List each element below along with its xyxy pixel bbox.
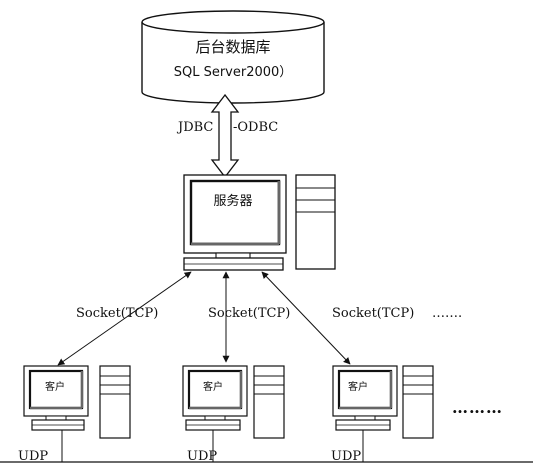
socket-label-right: Socket(TCP) <box>332 306 414 321</box>
database-cylinder: 后台数据库 SQL Server2000） <box>141 10 325 104</box>
client-computer-2: 客户 <box>182 365 248 431</box>
socket-arrow-right <box>261 271 351 365</box>
client-label-2: 客户 <box>203 380 223 393</box>
client-tower-2 <box>253 365 285 439</box>
server-computer: 服务器 <box>183 174 287 271</box>
udp-label-3: UDP <box>331 449 361 464</box>
socket-ellipsis: ……. <box>432 306 462 321</box>
client-computer-3: 客户 <box>332 365 398 431</box>
odbc-label: -ODBC <box>233 120 278 135</box>
client-label-3: 客户 <box>348 380 368 393</box>
server-monitor-screen <box>189 179 281 246</box>
client-computer-1: 客户 <box>23 365 89 431</box>
server-label: 服务器 <box>213 193 252 209</box>
socket-label-middle: Socket(TCP) <box>208 306 290 321</box>
database-title: 后台数据库 <box>195 38 270 56</box>
client-tower-3 <box>402 365 434 439</box>
socket-label-left: Socket(TCP) <box>76 306 158 321</box>
database-subtitle: SQL Server2000） <box>174 65 293 80</box>
socket-arrow-left <box>57 271 192 366</box>
more-clients-ellipsis: ……… <box>452 398 503 417</box>
client-label-1: 客户 <box>45 380 65 393</box>
jdbc-label: JDBC <box>176 120 213 135</box>
udp-label-2: UDP <box>187 449 217 464</box>
server-tower <box>295 174 336 270</box>
udp-label-1: UDP <box>18 449 48 464</box>
db-server-connection-arrow <box>210 93 240 179</box>
client-tower-1 <box>99 365 131 439</box>
